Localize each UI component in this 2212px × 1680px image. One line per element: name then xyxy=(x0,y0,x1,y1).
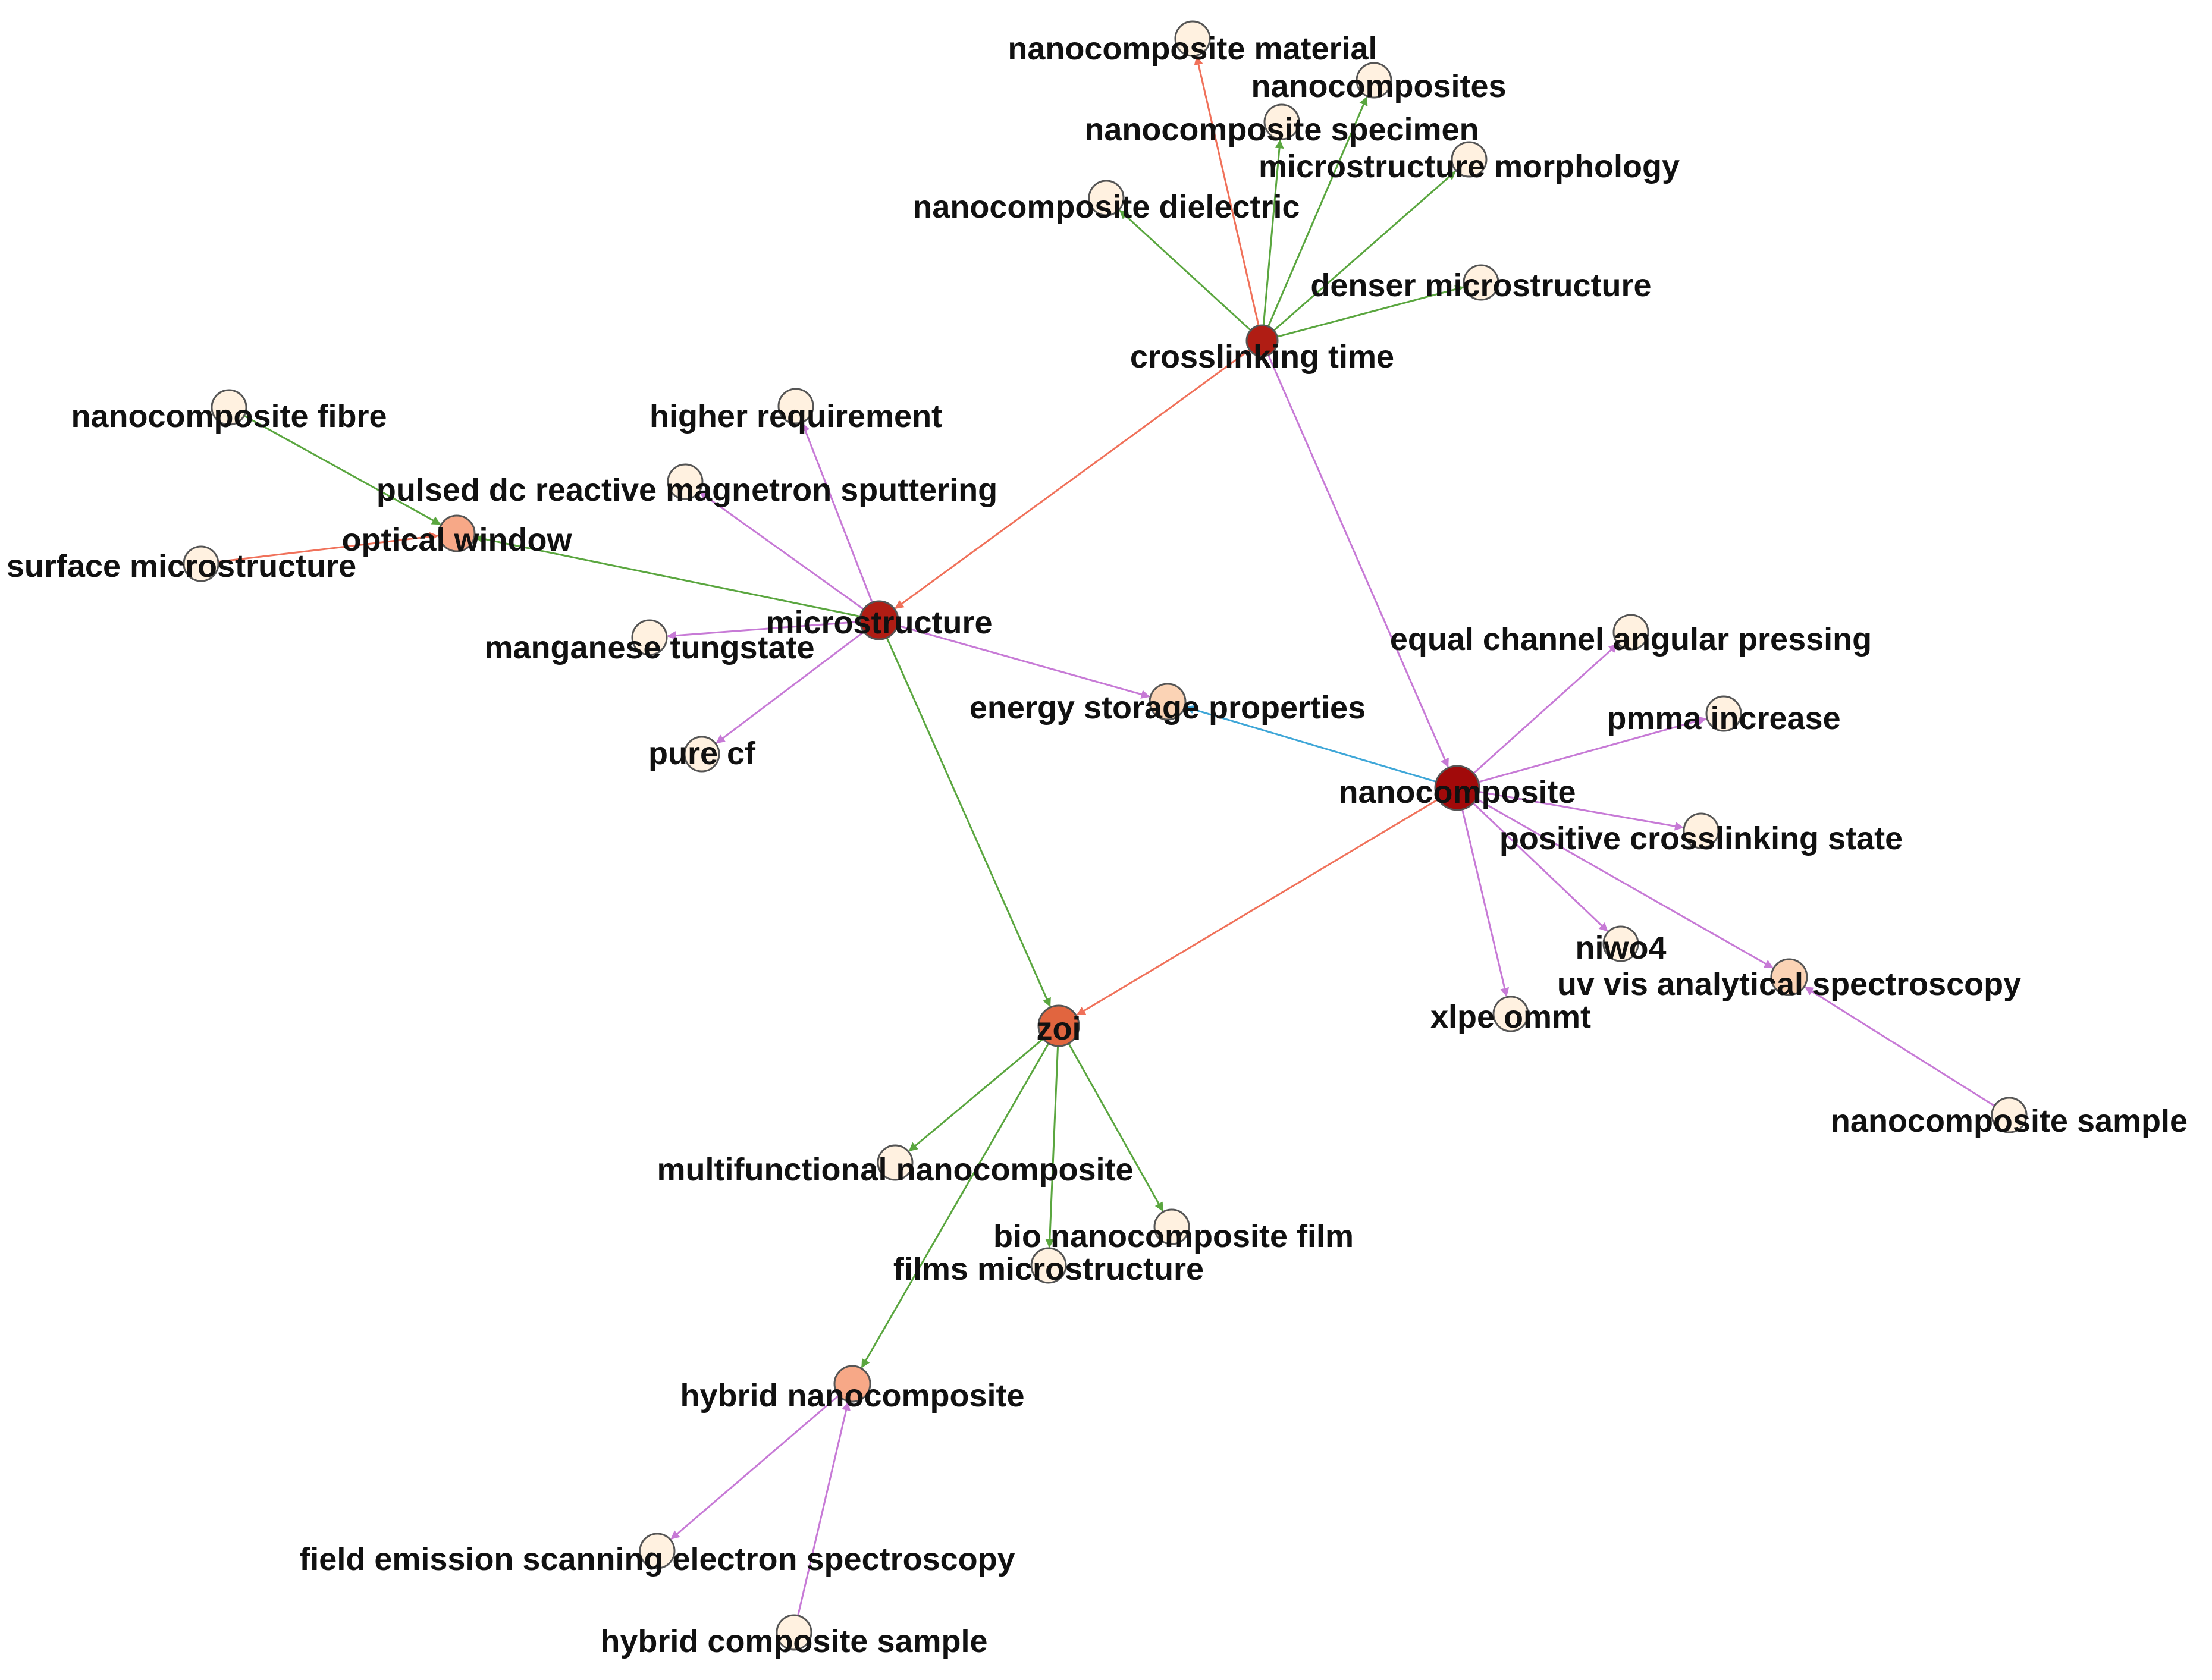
edges-layer xyxy=(218,55,1995,1616)
node-label-hybrid-composite-sample: hybrid composite sample xyxy=(600,1624,987,1659)
node-nanocomposite-dielectric[interactable] xyxy=(1088,180,1125,216)
node-hybrid-composite-sample[interactable] xyxy=(776,1614,812,1651)
node-hybrid-nanocomposite[interactable] xyxy=(833,1365,871,1403)
node-nanocomposite-sample[interactable] xyxy=(1991,1097,2028,1133)
edge-crosslinking-time-to-nanocomposite-dielectric xyxy=(1119,209,1251,331)
node-label-pure-cf: pure cf xyxy=(648,736,756,771)
node-label-multifunctional-nanocomposite: multifunctional nanocomposite xyxy=(657,1152,1133,1188)
node-label-pulsed-dc: pulsed dc reactive magnetron sputtering xyxy=(376,472,997,508)
edge-nanocomposite-to-equal-channel xyxy=(1473,643,1618,774)
node-nanocomposite-specimen[interactable] xyxy=(1263,103,1300,140)
edge-surface-microstructure-to-optical-window xyxy=(218,532,439,563)
node-label-microstructure-morphology: microstructure morphology xyxy=(1259,149,1680,184)
node-bio-nanocomposite-film[interactable] xyxy=(1153,1208,1190,1245)
node-xlpe-ommt[interactable] xyxy=(1492,996,1529,1032)
nodes-layer xyxy=(183,20,2028,1651)
edge-crosslinking-time-to-nanocomposite xyxy=(1267,354,1449,768)
edge-nanocomposite-to-energy-storage-properties xyxy=(1185,705,1436,783)
edge-nanocomposite-to-pmma-increase xyxy=(1478,716,1707,783)
node-label-surface-microstructure: surface microstructure xyxy=(7,548,356,584)
node-label-nanocomposite: nanocomposite xyxy=(1338,774,1576,810)
edge-nanocomposite-to-positive-crosslinking xyxy=(1479,790,1684,831)
edge-crosslinking-time-to-nanocomposite-material xyxy=(1194,55,1260,326)
node-label-equal-channel: equal channel angular pressing xyxy=(1390,621,1872,657)
node-optical-window[interactable] xyxy=(438,514,476,552)
edge-zoi-to-multifunctional-nanocomposite xyxy=(908,1038,1044,1152)
edge-nanocomposite-to-niwo4 xyxy=(1472,802,1608,932)
edge-nanocomposite-fibre-to-optical-window xyxy=(243,414,441,525)
node-label-manganese-tungstate: manganese tungstate xyxy=(484,630,814,665)
node-label-xlpe-ommt: xlpe ommt xyxy=(1430,999,1591,1035)
node-label-field-emission: field emission scanning electron spectro… xyxy=(299,1541,1015,1577)
node-uv-vis[interactable] xyxy=(1770,958,1808,996)
node-microstructure[interactable] xyxy=(859,600,899,640)
edge-zoi-to-films-microstructure xyxy=(1045,1045,1059,1248)
edge-nanocomposite-sample-to-uv-vis xyxy=(1804,986,1995,1107)
node-label-positive-crosslinking: positive crosslinking state xyxy=(1499,821,1903,856)
node-nanocomposite[interactable] xyxy=(1434,765,1480,811)
node-label-hybrid-nanocomposite: hybrid nanocomposite xyxy=(680,1378,1024,1414)
node-microstructure-morphology[interactable] xyxy=(1451,141,1488,178)
node-multifunctional-nanocomposite[interactable] xyxy=(877,1144,914,1181)
node-higher-requirement[interactable] xyxy=(777,388,814,425)
edge-nanocomposite-to-xlpe-ommt xyxy=(1461,809,1510,997)
node-label-denser-microstructure: denser microstructure xyxy=(1310,268,1651,303)
node-label-nanocomposite-material: nanocomposite material xyxy=(1008,31,1377,67)
node-label-energy-storage-properties: energy storage properties xyxy=(969,690,1366,726)
node-pmma-increase[interactable] xyxy=(1705,695,1742,732)
node-label-pmma-increase: pmma increase xyxy=(1607,701,1840,736)
node-label-microstructure: microstructure xyxy=(765,605,992,640)
node-equal-channel[interactable] xyxy=(1612,614,1649,651)
edge-crosslinking-time-to-denser-microstructure xyxy=(1276,285,1464,338)
node-label-nanocomposites: nanocomposites xyxy=(1251,68,1506,104)
edge-nanocomposite-to-uv-vis xyxy=(1476,798,1774,969)
node-pure-cf[interactable] xyxy=(683,736,720,773)
node-denser-microstructure[interactable] xyxy=(1463,264,1499,301)
edge-zoi-to-hybrid-nanocomposite xyxy=(861,1042,1050,1368)
edge-microstructure-to-pure-cf xyxy=(716,631,865,744)
node-crosslinking-time[interactable] xyxy=(1245,324,1279,357)
node-nanocomposite-fibre[interactable] xyxy=(211,389,247,426)
node-nanocomposite-material[interactable] xyxy=(1174,20,1211,57)
edge-nanocomposite-to-zoi xyxy=(1076,798,1439,1016)
edge-crosslinking-time-to-microstructure-morphology xyxy=(1273,171,1456,331)
node-energy-storage-properties[interactable] xyxy=(1149,683,1187,721)
edge-crosslinking-time-to-nanocomposites xyxy=(1267,96,1368,327)
edge-crosslinking-time-to-microstructure xyxy=(895,349,1250,610)
node-field-emission[interactable] xyxy=(639,1533,676,1569)
edge-microstructure-to-energy-storage-properties xyxy=(897,624,1150,699)
edge-microstructure-to-zoi xyxy=(886,637,1051,1007)
node-manganese-tungstate[interactable] xyxy=(631,619,668,656)
node-films-microstructure[interactable] xyxy=(1030,1247,1067,1284)
node-niwo4[interactable] xyxy=(1602,925,1639,962)
node-label-crosslinking-time: crosslinking time xyxy=(1130,339,1394,375)
node-label-nanocomposite-dielectric: nanocomposite dielectric xyxy=(912,189,1300,225)
node-label-uv-vis: uv vis analytical spectroscopy xyxy=(1557,966,2021,1002)
node-nanocomposites[interactable] xyxy=(1356,62,1392,99)
node-label-zoi: zoi xyxy=(1037,1011,1081,1047)
node-surface-microstructure[interactable] xyxy=(183,545,219,582)
node-label-films-microstructure: films microstructure xyxy=(893,1251,1204,1287)
edge-hybrid-composite-sample-to-hybrid-nanocomposite xyxy=(797,1401,851,1616)
node-label-niwo4: niwo4 xyxy=(1575,930,1666,966)
edge-hybrid-nanocomposite-to-field-emission xyxy=(670,1395,840,1540)
node-zoi[interactable] xyxy=(1037,1004,1080,1047)
node-label-optical-window: optical window xyxy=(342,522,573,558)
edge-microstructure-to-higher-requirement xyxy=(801,422,873,603)
node-label-nanocomposite-specimen: nanocomposite specimen xyxy=(1084,112,1479,147)
edge-crosslinking-time-to-nanocomposite-specimen xyxy=(1262,139,1284,326)
node-pulsed-dc[interactable] xyxy=(667,463,704,500)
node-label-nanocomposite-fibre: nanocomposite fibre xyxy=(71,398,387,434)
node-label-bio-nanocomposite-film: bio nanocomposite film xyxy=(993,1219,1354,1254)
node-label-nanocomposite-sample: nanocomposite sample xyxy=(1831,1103,2188,1139)
edge-zoi-to-bio-nanocomposite-film xyxy=(1068,1042,1164,1212)
node-positive-crosslinking[interactable] xyxy=(1683,812,1720,849)
edge-microstructure-to-manganese-tungstate xyxy=(667,620,861,640)
node-label-higher-requirement: higher requirement xyxy=(650,398,942,434)
edge-microstructure-to-optical-window xyxy=(474,534,861,618)
edge-microstructure-to-pulsed-dc xyxy=(699,491,864,610)
